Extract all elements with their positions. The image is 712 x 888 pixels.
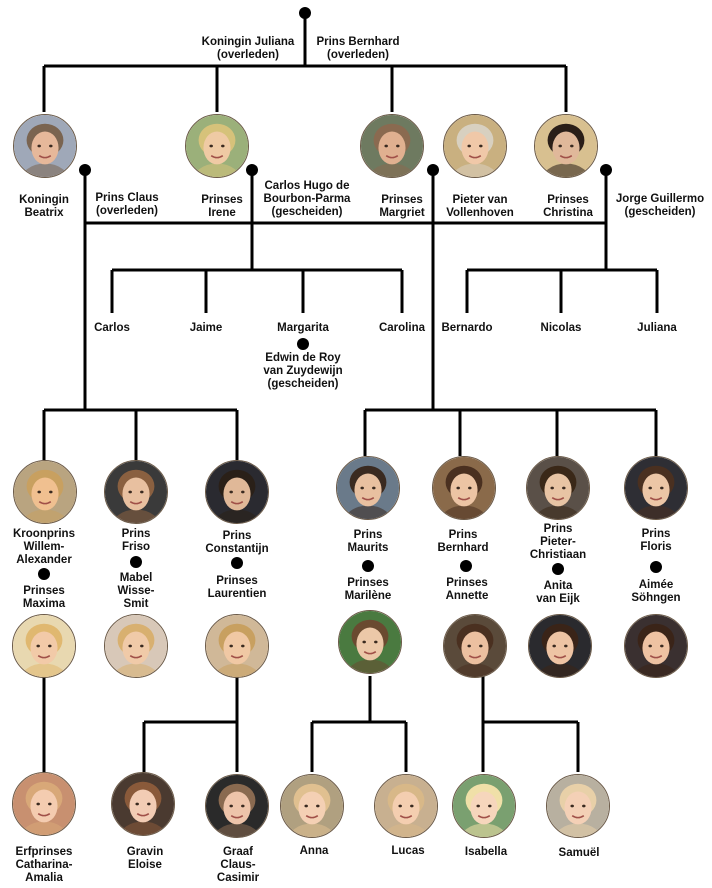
anita-label: Anita van Eijk <box>536 580 580 605</box>
bernhard-sr-label: Prins Bernhard (overleden) <box>316 36 400 61</box>
lucas-label: Lucas <box>391 845 425 857</box>
mabel-photo <box>104 614 168 678</box>
friso-photo <box>104 460 168 524</box>
jorge-label: Jorge Guillermo (gescheiden) <box>615 193 705 218</box>
margriet-label: Prinses Margriet <box>379 194 425 219</box>
amalia-photo <box>12 772 76 836</box>
laurentien-label: Prinses Laurentien <box>207 575 267 600</box>
margriet-photo <box>360 114 424 178</box>
anna-photo <box>280 774 344 838</box>
maxima-label: Prinses Maxima <box>22 585 66 610</box>
beatrix-label: Koningin Beatrix <box>19 194 69 219</box>
bernhard-photo <box>432 456 496 520</box>
constantijn-label: Prins Constantijn <box>205 530 269 555</box>
edwin-label: Edwin de Roy van Zuydewijn (gescheiden) <box>263 352 343 390</box>
jaime-label: Jaime <box>189 322 223 334</box>
isabella-photo <box>452 774 516 838</box>
amalia-label: Erfprinses Catharina- Amalia <box>15 846 73 884</box>
lucas-photo <box>374 774 438 838</box>
anna-label: Anna <box>299 845 329 857</box>
floris-label: Prins Floris <box>640 528 672 553</box>
pieter-christiaan-photo <box>526 456 590 520</box>
marilene-photo <box>338 610 402 674</box>
pieter-label: Pieter van Vollenhoven <box>446 194 514 219</box>
willem-alexander-photo <box>13 460 77 524</box>
samuel-label: Samuël <box>558 847 600 859</box>
annette-label: Prinses Annette <box>445 577 489 602</box>
carolina-label: Carolina <box>378 322 425 334</box>
floris-photo <box>624 456 688 520</box>
claus-casimir-label: Graaf Claus- Casimir <box>216 846 260 884</box>
margarita-label: Margarita <box>277 322 329 334</box>
aimee-photo <box>624 614 688 678</box>
aimee-label: Aimée Söhngen <box>631 579 681 604</box>
juliana-jr-label: Juliana <box>637 322 677 334</box>
bernhard-jr-label: Prins Bernhard <box>437 529 489 554</box>
mabel-label: Mabel Wisse- Smit <box>117 572 155 610</box>
eloise-photo <box>111 772 175 836</box>
maurits-photo <box>336 456 400 520</box>
anita-photo <box>528 614 592 678</box>
pieter-photo <box>443 114 507 178</box>
marilene-label: Prinses Marilène <box>344 577 392 602</box>
eloise-label: Gravin Eloise <box>126 846 164 871</box>
constantijn-photo <box>205 460 269 524</box>
claus-label: Prins Claus (overleden) <box>95 192 159 217</box>
willem-alexander-label: Kroonprins Willem- Alexander <box>13 528 75 566</box>
juliana-label: Koningin Juliana (overleden) <box>201 36 295 61</box>
pieter-christiaan-label: Prins Pieter- Christiaan <box>529 523 587 561</box>
laurentien-photo <box>205 614 269 678</box>
nicolas-label: Nicolas <box>540 322 582 334</box>
christina-photo <box>534 114 598 178</box>
maxima-photo <box>12 614 76 678</box>
isabella-label: Isabella <box>464 846 508 858</box>
friso-label: Prins Friso <box>121 528 151 553</box>
marriage-dot-margarita-edwin <box>297 338 309 350</box>
christina-label: Prinses Christina <box>543 194 593 219</box>
samuel-photo <box>546 774 610 838</box>
annette-photo <box>443 614 507 678</box>
irene-label: Prinses Irene <box>201 194 243 219</box>
bernardo-label: Bernardo <box>441 322 493 334</box>
maurits-label: Prins Maurits <box>347 529 389 554</box>
claus-casimir-photo <box>205 774 269 838</box>
beatrix-photo <box>13 114 77 178</box>
carlos-label: Carlos <box>94 322 130 334</box>
irene-photo <box>185 114 249 178</box>
carlos-hugo-label: Carlos Hugo de Bourbon-Parma (gescheiden… <box>263 180 351 218</box>
